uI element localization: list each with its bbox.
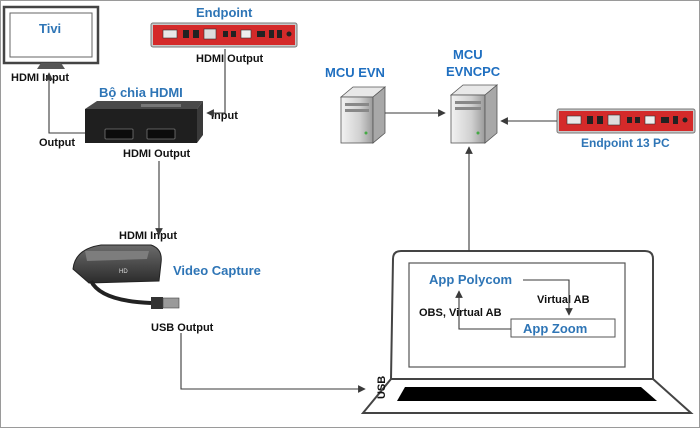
video-capture-device-icon: HD xyxy=(72,244,180,309)
laptop-icon xyxy=(360,250,694,414)
tv-label: Tivi xyxy=(39,21,61,36)
splitter-output-left-label: Output xyxy=(39,137,75,149)
splitter-to-tv-line xyxy=(45,72,85,134)
virtual-ab-label: Virtual AB xyxy=(537,294,590,306)
endpoint-device-icon xyxy=(150,22,298,48)
svg-text:HD: HD xyxy=(119,269,128,275)
laptop-usb-label: USB xyxy=(376,376,388,399)
hdmi-splitter-icon xyxy=(85,101,203,143)
mcu-evncpc-server-icon xyxy=(449,84,499,144)
endpoint-13-device-icon xyxy=(556,108,696,134)
endpoint-hdmi-output-label: HDMI Output xyxy=(196,53,264,65)
app-polycom-label: App Polycom xyxy=(429,272,512,287)
app-zoom-label: App Zoom xyxy=(523,321,587,336)
mcu-evncpc-label-line2: EVNCPC xyxy=(446,64,501,79)
obs-virtual-ab-label: OBS, Virtual AB xyxy=(419,307,502,319)
endpoint-label: Endpoint xyxy=(196,5,253,20)
capture-to-laptop-line xyxy=(180,333,366,393)
mcu-evncpc-label-line1: MCU xyxy=(453,47,483,62)
mcu-evn-label: MCU EVN xyxy=(325,65,385,80)
mcu-evn-server-icon xyxy=(339,86,387,144)
capture-hdmi-input-label: HDMI Input xyxy=(119,230,177,242)
video-capture-label: Video Capture xyxy=(173,263,261,278)
splitter-title: Bộ chia HDMI xyxy=(99,85,183,100)
usb-output-label: USB Output xyxy=(151,322,214,334)
endpoint-to-splitter-line xyxy=(206,49,226,117)
zoom-to-polycom-line xyxy=(455,290,511,330)
app-zoom-box xyxy=(510,318,616,338)
splitter-output-bottom-label: HDMI Output xyxy=(123,148,191,160)
tv-input-label: HDMI Input xyxy=(11,72,69,84)
tv-monitor-icon xyxy=(2,5,100,69)
endpoint-13-label: Endpoint 13 PC xyxy=(581,136,670,150)
polycom-to-zoom-line xyxy=(523,279,573,316)
